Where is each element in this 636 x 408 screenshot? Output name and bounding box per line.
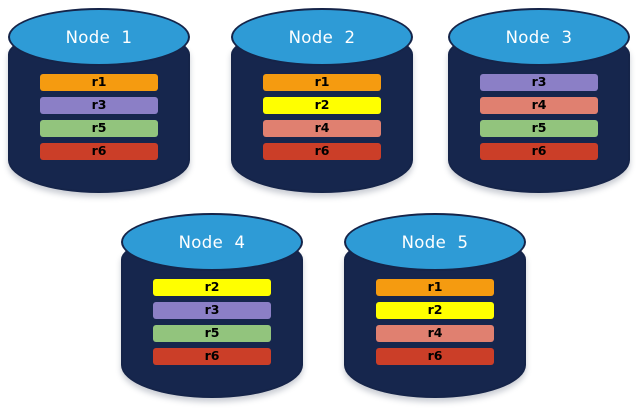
replica-bar[interactable]: r3 [153, 302, 271, 319]
replica-bar[interactable]: r6 [263, 143, 381, 160]
cylinder-top-ellipse [231, 8, 413, 66]
replica-bar[interactable]: r5 [153, 325, 271, 342]
replica-stack: r1 r3 r5 r6 [8, 66, 190, 160]
replica-stack: r1 r2 r4 r6 [231, 66, 413, 160]
replica-bar[interactable]: r5 [40, 120, 158, 137]
replica-bar[interactable]: r5 [480, 120, 598, 137]
replica-bar[interactable]: r1 [376, 279, 494, 296]
replica-bar[interactable]: r3 [40, 97, 158, 114]
replica-bar[interactable]: r4 [263, 120, 381, 137]
replica-bar[interactable]: r2 [153, 279, 271, 296]
replica-bar[interactable]: r6 [40, 143, 158, 160]
replica-stack: r2 r3 r5 r6 [121, 271, 303, 365]
replica-bar[interactable]: r6 [480, 143, 598, 160]
cylinder-top-ellipse [448, 8, 630, 66]
replica-bar[interactable]: r2 [263, 97, 381, 114]
replica-bar[interactable]: r4 [480, 97, 598, 114]
replica-stack: r1 r2 r4 r6 [344, 271, 526, 365]
replica-bar[interactable]: r6 [376, 348, 494, 365]
replica-bar[interactable]: r1 [263, 74, 381, 91]
replica-bar[interactable]: r4 [376, 325, 494, 342]
replica-bar[interactable]: r1 [40, 74, 158, 91]
cylinder-top-ellipse [8, 8, 190, 66]
cylinder-top-ellipse [344, 213, 526, 271]
replica-bar[interactable]: r3 [480, 74, 598, 91]
cylinder-top-ellipse [121, 213, 303, 271]
replica-stack: r3 r4 r5 r6 [448, 66, 630, 160]
replica-bar[interactable]: r6 [153, 348, 271, 365]
replica-bar[interactable]: r2 [376, 302, 494, 319]
